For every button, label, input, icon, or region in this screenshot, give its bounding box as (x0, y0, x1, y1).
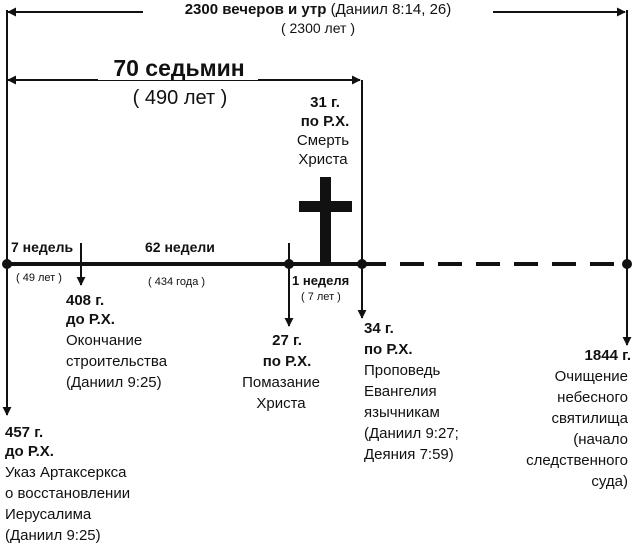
event-408-bc: 408 г. до Р.Х. Окончание строительства (… (66, 292, 168, 391)
event-1844-line: суда) (591, 473, 628, 490)
event-34-line: Деяния 7:59) (364, 446, 454, 463)
cross-icon (299, 177, 352, 264)
event-34-era: по Р.Х. (364, 341, 413, 358)
main-timeline (2, 259, 632, 269)
event-408-line: (Даниил 9:25) (66, 374, 162, 391)
event-31-line2: Христа (298, 151, 348, 168)
event-34-line: Евангелия (364, 383, 437, 400)
event-27-ad: 27 г. по Р.Х. Помазание Христа (242, 332, 320, 412)
event-31-era: по Р.Х. (301, 113, 350, 130)
segment-7-weeks-label: 7 недель (11, 239, 73, 255)
span-2300-subtitle: ( 2300 лет ) (281, 20, 355, 36)
segment-62-weeks-label: 62 недели (145, 239, 215, 255)
event-408-line: строительства (66, 353, 168, 370)
event-27-era: по Р.Х. (263, 353, 312, 370)
timeline-node-34 (357, 259, 367, 269)
event-457-era: до Р.Х. (5, 443, 54, 460)
segment-7-weeks-years: ( 49 лет ) (16, 272, 62, 284)
event-408-era: до Р.Х. (66, 311, 115, 328)
event-34-line: язычникам (364, 404, 440, 421)
event-457-line: о восстановлении (5, 485, 130, 502)
event-408-year: 408 г. (66, 292, 104, 309)
event-1844: 1844 г. Очищение небесного святилища (на… (526, 347, 631, 490)
segment-62-weeks-years: ( 434 года ) (148, 276, 205, 288)
event-31-year: 31 г. (310, 94, 340, 111)
event-1844-year: 1844 г. (585, 347, 631, 364)
event-1844-line: святилища (552, 410, 629, 427)
span-2300-title: 2300 вечеров и утр (Даниил 8:14, 26) (185, 1, 452, 18)
event-457-line: Указ Артаксеркса (5, 464, 127, 481)
segment-1-week-years: ( 7 лет ) (301, 291, 341, 303)
event-27-year: 27 г. (272, 332, 302, 349)
event-34-line: (Даниил 9:27; (364, 425, 459, 442)
event-1844-line: следственного (526, 452, 628, 469)
seventy-weeks-subtitle: ( 490 лет ) (133, 87, 228, 109)
event-27-line: Помазание (242, 374, 320, 391)
timeline-node-457 (2, 259, 12, 269)
event-457-bc: 457 г. до Р.Х. Указ Артаксеркса о восста… (5, 424, 130, 544)
event-457-line: (Даниил 9:25) (5, 527, 101, 544)
event-1844-line: (начало (573, 431, 628, 448)
seventy-weeks-title: 70 седьмин (113, 55, 244, 81)
event-34-year: 34 г. (364, 320, 394, 337)
event-34-line: Проповедь (364, 362, 440, 379)
event-408-line: Окончание (66, 332, 142, 349)
span-70-weeks: 70 седьмин ( 490 лет ) (7, 52, 361, 109)
event-1844-line: небесного (557, 389, 628, 406)
event-1844-line: Очищение (555, 368, 628, 385)
segment-1-week-label: 1 неделя (292, 273, 349, 288)
event-457-year: 457 г. (5, 424, 43, 441)
timeline-node-1844 (622, 259, 632, 269)
span-2300-years: 2300 вечеров и утр (Даниил 8:14, 26) ( 2… (7, 1, 626, 36)
event-31-line1: Смерть (297, 132, 349, 149)
event-34-ad: 34 г. по Р.Х. Проповедь Евангелия язычни… (364, 320, 459, 463)
event-31-ad: 31 г. по Р.Х. Смерть Христа (297, 94, 349, 168)
event-457-line: Иерусалима (5, 506, 92, 523)
event-27-line: Христа (256, 395, 306, 412)
